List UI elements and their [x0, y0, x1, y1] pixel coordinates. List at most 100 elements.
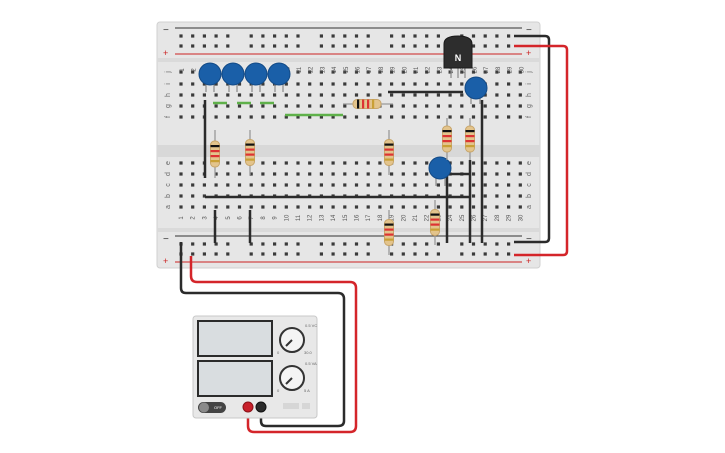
breadboard-hole[interactable] [214, 115, 218, 119]
resistor-r8[interactable] [343, 99, 393, 109]
breadboard-hole[interactable] [518, 194, 522, 198]
breadboard-hole[interactable] [331, 242, 335, 246]
breadboard-hole[interactable] [448, 115, 452, 119]
breadboard-hole[interactable] [483, 104, 487, 108]
breadboard-hole[interactable] [284, 161, 288, 165]
breadboard-hole[interactable] [413, 161, 417, 165]
breadboard-hole[interactable] [448, 205, 452, 209]
breadboard-hole[interactable] [308, 70, 312, 74]
breadboard-hole[interactable] [284, 183, 288, 187]
breadboard-hole[interactable] [191, 242, 195, 246]
breadboard-hole[interactable] [390, 93, 394, 97]
breadboard-hole[interactable] [331, 44, 335, 48]
breadboard-hole[interactable] [413, 82, 417, 86]
breadboard-hole[interactable] [308, 205, 312, 209]
breadboard-hole[interactable] [249, 104, 253, 108]
breadboard-hole[interactable] [343, 44, 347, 48]
breadboard-hole[interactable] [191, 252, 195, 256]
current-knob[interactable] [279, 365, 305, 391]
breadboard-hole[interactable] [343, 93, 347, 97]
breadboard-hole[interactable] [471, 205, 476, 209]
breadboard-hole[interactable] [390, 205, 394, 209]
breadboard-hole[interactable] [471, 183, 476, 187]
breadboard-hole[interactable] [343, 34, 347, 38]
breadboard-hole[interactable] [448, 70, 452, 74]
breadboard-hole[interactable] [308, 104, 312, 108]
breadboard-hole[interactable] [261, 115, 265, 119]
breadboard-hole[interactable] [296, 172, 300, 176]
breadboard-hole[interactable] [249, 115, 253, 119]
breadboard-hole[interactable] [179, 161, 183, 165]
breadboard-hole[interactable] [436, 44, 440, 48]
breadboard-hole[interactable] [226, 93, 230, 97]
breadboard-hole[interactable] [471, 252, 476, 256]
breadboard-hole[interactable] [273, 115, 277, 119]
breadboard-hole[interactable] [237, 205, 242, 209]
capacitor-3[interactable] [244, 62, 268, 92]
breadboard-hole[interactable] [390, 104, 394, 108]
breadboard-hole[interactable] [390, 115, 394, 119]
breadboard-hole[interactable] [378, 115, 382, 119]
breadboard-hole[interactable] [507, 183, 511, 187]
breadboard-hole[interactable] [425, 183, 429, 187]
breadboard-hole[interactable] [366, 172, 370, 176]
breadboard-hole[interactable] [261, 104, 265, 108]
breadboard-hole[interactable] [296, 44, 300, 48]
breadboard-hole[interactable] [507, 70, 511, 74]
breadboard-hole[interactable] [191, 93, 195, 97]
breadboard-hole[interactable] [436, 93, 440, 97]
breadboard-hole[interactable] [214, 205, 218, 209]
breadboard-hole[interactable] [319, 82, 323, 86]
breadboard-hole[interactable] [179, 70, 183, 74]
breadboard-hole[interactable] [226, 34, 230, 38]
breadboard-hole[interactable] [296, 82, 300, 86]
breadboard-hole[interactable] [401, 242, 405, 246]
breadboard-hole[interactable] [237, 93, 242, 97]
breadboard-hole[interactable] [226, 205, 230, 209]
breadboard-hole[interactable] [202, 183, 206, 187]
breadboard-hole[interactable] [273, 161, 277, 165]
breadboard-hole[interactable] [214, 93, 218, 97]
breadboard-hole[interactable] [366, 82, 370, 86]
breadboard-hole[interactable] [495, 93, 499, 97]
breadboard-hole[interactable] [296, 183, 300, 187]
breadboard-hole[interactable] [249, 93, 253, 97]
breadboard-hole[interactable] [191, 44, 195, 48]
breadboard-hole[interactable] [483, 161, 487, 165]
breadboard-hole[interactable] [425, 252, 429, 256]
breadboard-hole[interactable] [237, 82, 242, 86]
breadboard-hole[interactable] [354, 34, 359, 38]
breadboard-hole[interactable] [296, 242, 300, 246]
capacitor-4[interactable] [267, 62, 291, 92]
breadboard-hole[interactable] [226, 115, 230, 119]
breadboard-hole[interactable] [202, 205, 206, 209]
breadboard-hole[interactable] [413, 115, 417, 119]
breadboard-hole[interactable] [495, 172, 499, 176]
breadboard-hole[interactable] [483, 115, 487, 119]
breadboard-hole[interactable] [401, 172, 405, 176]
breadboard-hole[interactable] [296, 93, 300, 97]
breadboard-hole[interactable] [507, 161, 511, 165]
capacitor-5[interactable] [464, 76, 488, 104]
breadboard-hole[interactable] [448, 82, 452, 86]
breadboard-hole[interactable] [495, 205, 499, 209]
breadboard-hole[interactable] [226, 252, 230, 256]
breadboard-hole[interactable] [507, 172, 511, 176]
breadboard-hole[interactable] [296, 161, 300, 165]
breadboard-hole[interactable] [343, 115, 347, 119]
breadboard-hole[interactable] [249, 252, 253, 256]
breadboard-hole[interactable] [191, 183, 195, 187]
breadboard-hole[interactable] [284, 172, 288, 176]
breadboard-hole[interactable] [284, 93, 288, 97]
breadboard-hole[interactable] [413, 252, 417, 256]
breadboard-hole[interactable] [471, 104, 476, 108]
breadboard-hole[interactable] [425, 82, 429, 86]
breadboard-hole[interactable] [284, 205, 288, 209]
breadboard-hole[interactable] [401, 70, 405, 74]
breadboard-hole[interactable] [518, 104, 522, 108]
breadboard-hole[interactable] [354, 93, 359, 97]
breadboard-hole[interactable] [191, 34, 195, 38]
breadboard-hole[interactable] [179, 82, 183, 86]
breadboard-hole[interactable] [507, 194, 511, 198]
breadboard-hole[interactable] [507, 205, 511, 209]
